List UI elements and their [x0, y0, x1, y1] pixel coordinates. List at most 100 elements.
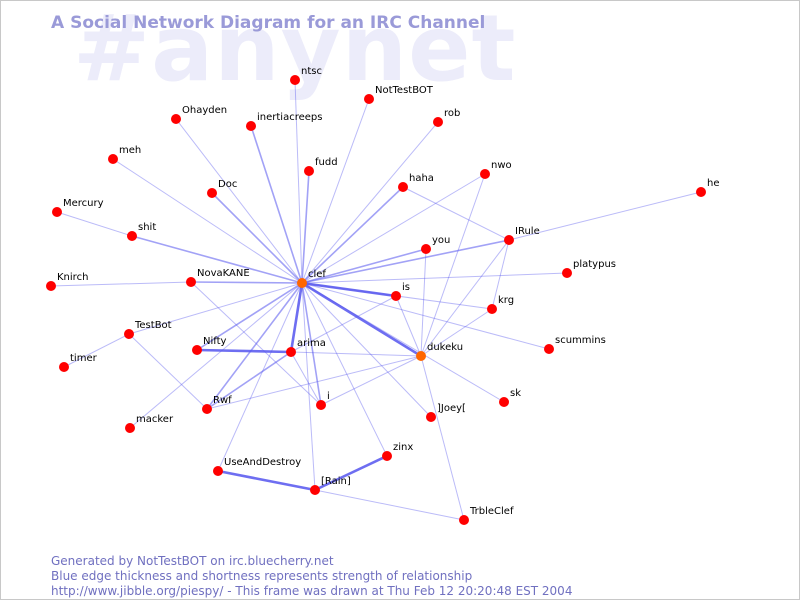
node-label-ntsc: ntsc	[301, 66, 322, 77]
node-dot-is	[391, 291, 401, 301]
diagram-title: A Social Network Diagram for an IRC Chan…	[51, 13, 486, 33]
edge-clef-macker	[129, 282, 303, 429]
edge-dukeku-trbleclef	[420, 355, 465, 521]
edge-arima-dukeku	[290, 351, 422, 357]
edge-dukeku-krg	[420, 308, 493, 357]
node-scummins: scummins	[544, 335, 606, 354]
node-he: he	[696, 178, 720, 197]
node-label-dukeku: dukeku	[427, 342, 463, 353]
node-dot-meh	[108, 154, 118, 164]
edge-nifty-arima	[196, 348, 292, 354]
node-timer: timer	[59, 353, 98, 372]
node-dot-you	[421, 244, 431, 254]
node-label-is: is	[402, 282, 410, 293]
node-label-sk: sk	[510, 388, 521, 399]
node-dot-rob	[433, 117, 443, 127]
edge-novakane-i	[190, 281, 322, 406]
node-dot-macker	[125, 423, 135, 433]
node-dot-scummins	[544, 344, 554, 354]
node-nottestbot: NotTestBOT	[364, 85, 434, 104]
footer-url-timestamp: http://www.jibble.org/piespy/ - This fra…	[51, 584, 573, 598]
node-label-useanddestroy: UseAndDestroy	[224, 457, 301, 468]
footer-legend-note: Blue edge thickness and shortness repres…	[51, 569, 473, 583]
node-label-shit: shit	[138, 222, 156, 233]
edge-rain-trbleclef	[314, 489, 465, 521]
edge-knirch-novakane	[50, 281, 192, 287]
node-sk: sk	[499, 388, 521, 407]
node-ntsc: ntsc	[290, 66, 322, 85]
edge-clef-scummins	[301, 282, 550, 350]
node-macker: macker	[125, 414, 174, 433]
edge-clef-you	[301, 248, 427, 284]
node-label-knirch: Knirch	[57, 272, 88, 283]
node-label-he: he	[707, 178, 720, 189]
edge-clef-dukeku	[301, 281, 422, 358]
node-dot-nottestbot	[364, 94, 374, 104]
edge-clef-arima	[289, 282, 304, 353]
node-knirch: Knirch	[46, 272, 88, 291]
node-dot-knirch	[46, 281, 56, 291]
node-label-nwo: nwo	[491, 160, 512, 171]
node-dot-rain	[310, 485, 320, 495]
node-label-you: you	[432, 235, 450, 246]
node-nifty: Nifty	[192, 336, 227, 355]
node-dot-inertiacreeps	[246, 121, 256, 131]
node-krg: krg	[487, 295, 514, 314]
node-label-platypus: platypus	[573, 259, 616, 270]
node-label-clef: clef	[308, 269, 326, 280]
edge-clef-zinx	[301, 282, 388, 457]
edge-clef-i	[301, 282, 322, 406]
node-dot-arima	[286, 347, 296, 357]
node-label-rob: rob	[444, 108, 460, 119]
node-dukeku: dukeku	[416, 342, 463, 361]
node-ohayden: Ohayden	[171, 105, 227, 124]
edge-clef-nwo	[301, 173, 486, 284]
node-dot-mercury	[52, 207, 62, 217]
node-dot-joey	[426, 412, 436, 422]
node-label-macker: macker	[136, 414, 174, 425]
edge-clef-shit	[131, 235, 303, 284]
footer-generated-by: Generated by NotTestBOT on irc.bluecherr…	[51, 554, 334, 568]
edges-layer	[50, 79, 702, 521]
node-dot-shit	[127, 231, 137, 241]
edge-dukeku-irule	[420, 239, 510, 357]
node-dot-rwf	[202, 404, 212, 414]
node-fudd: fudd	[304, 157, 338, 176]
node-zinx: zinx	[382, 442, 413, 461]
node-rob: rob	[433, 108, 460, 127]
node-inertiacreeps: inertiacreeps	[246, 112, 322, 131]
edge-arima-is	[290, 295, 397, 353]
node-irule: IRule	[504, 226, 540, 245]
node-label-i: i	[327, 391, 330, 402]
edge-arima-rwf	[206, 351, 292, 410]
node-label-meh: meh	[119, 145, 141, 156]
edge-dukeku-you	[420, 248, 427, 357]
node-trbleclef: TrbleClef	[459, 506, 514, 525]
node-label-nottestbot: NotTestBOT	[375, 85, 434, 96]
edge-clef-sk	[301, 282, 505, 403]
node-meh: meh	[108, 145, 141, 164]
node-dot-testbot	[124, 329, 134, 339]
node-label-scummins: scummins	[555, 335, 606, 346]
edge-arima-i	[290, 351, 322, 406]
node-dot-clef	[297, 278, 307, 288]
node-dot-ntsc	[290, 75, 300, 85]
node-dot-i	[316, 400, 326, 410]
node-joey: ]Joey[	[426, 403, 466, 422]
node-label-irule: IRule	[515, 226, 540, 237]
node-dot-nifty	[192, 345, 202, 355]
edge-useanddestroy-rain	[217, 469, 316, 492]
node-label-nifty: Nifty	[203, 336, 227, 347]
node-doc: Doc	[207, 179, 237, 198]
edge-clef-rob	[301, 121, 439, 284]
edge-clef-joey	[301, 282, 432, 418]
edge-clef-nottestbot	[301, 98, 370, 284]
node-testbot: TestBot	[124, 320, 172, 339]
node-label-doc: Doc	[218, 179, 237, 190]
node-i: i	[316, 391, 330, 410]
node-shit: shit	[127, 222, 156, 241]
node-platypus: platypus	[562, 259, 616, 278]
node-label-krg: krg	[498, 295, 514, 306]
node-label-testbot: TestBot	[134, 320, 172, 331]
